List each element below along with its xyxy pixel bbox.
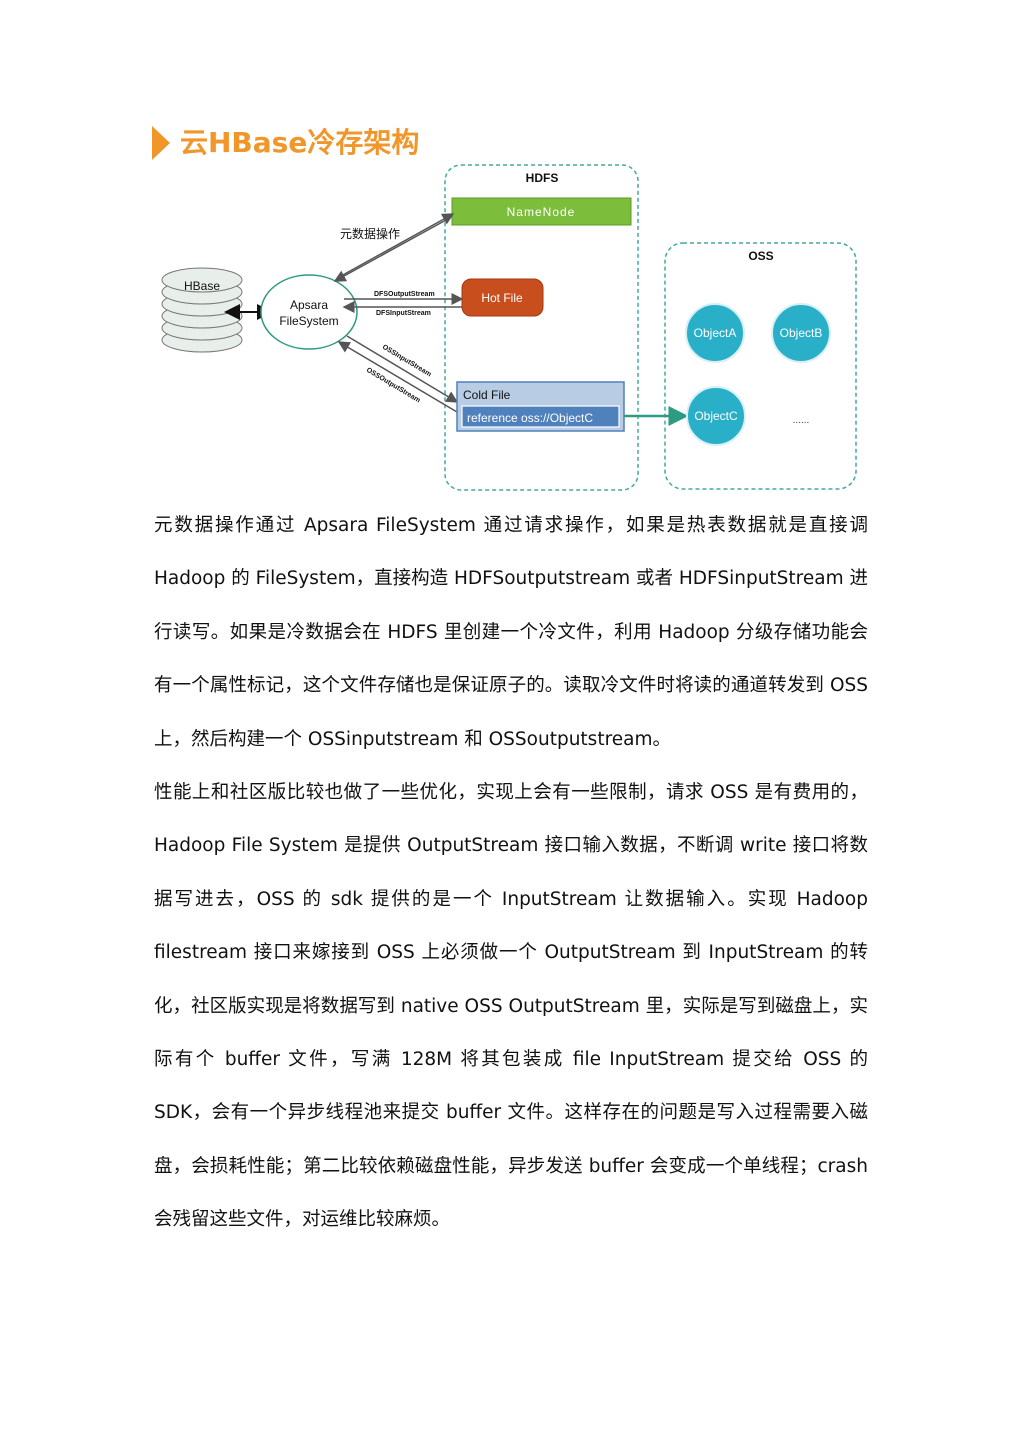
body-paragraph-2: 性能上和社区版比较也做了一些优化，实现上会有一些限制，请求 OSS 是有费用的，… bbox=[154, 782, 868, 1231]
architecture-diagram: HDFS NameNode OSS HBase Apsara FileSyste… bbox=[152, 160, 872, 500]
hdfs-label: HDFS bbox=[526, 171, 559, 185]
body-paragraph-1: 元数据操作通过 Apsara FileSystem 通过请求操作，如果是热表数据… bbox=[154, 515, 868, 750]
metadata-op-label: 元数据操作 bbox=[340, 226, 400, 241]
oss-label: OSS bbox=[748, 249, 773, 263]
object-c-label: ObjectC bbox=[694, 409, 738, 423]
apsara-label-line2: FileSystem bbox=[279, 314, 338, 328]
metadata-arrow-down bbox=[333, 219, 447, 282]
body-text: 元数据操作通过 Apsara FileSystem 通过请求操作，如果是热表数据… bbox=[154, 499, 868, 1247]
slide-title: 云HBase冷存架构 bbox=[180, 126, 420, 159]
object-c-node bbox=[686, 386, 746, 446]
hot-file-label: Hot File bbox=[481, 291, 523, 305]
reference-box bbox=[461, 405, 620, 428]
object-a-node bbox=[685, 303, 745, 363]
object-b-label: ObjectB bbox=[780, 326, 823, 340]
namenode-box bbox=[451, 197, 632, 226]
cold-file-label: Cold File bbox=[463, 388, 511, 402]
object-a-label: ObjectA bbox=[694, 326, 737, 340]
hbase-label: HBase bbox=[184, 279, 220, 293]
ellipsis-label: ...... bbox=[793, 415, 810, 426]
apsara-filesystem-node bbox=[260, 274, 358, 350]
slide-header: 云HBase冷存架构 bbox=[152, 124, 552, 164]
metadata-arrow-up bbox=[340, 213, 455, 277]
reference-label: reference oss://ObjectC bbox=[467, 411, 593, 425]
oss-output-arrow bbox=[337, 341, 458, 413]
hdfs-container bbox=[444, 164, 639, 491]
hbase-database-icon bbox=[161, 267, 243, 353]
orange-triangle-icon bbox=[152, 126, 170, 160]
dfs-output-label: DFSOutputStream bbox=[374, 291, 435, 298]
apsara-label-line1: Apsara bbox=[290, 298, 328, 312]
object-b-node bbox=[771, 303, 831, 363]
dfs-input-label: DFSInputStream bbox=[376, 310, 431, 317]
oss-input-arrow bbox=[346, 335, 459, 403]
namenode-label: NameNode bbox=[507, 205, 576, 219]
oss-container bbox=[664, 242, 857, 490]
